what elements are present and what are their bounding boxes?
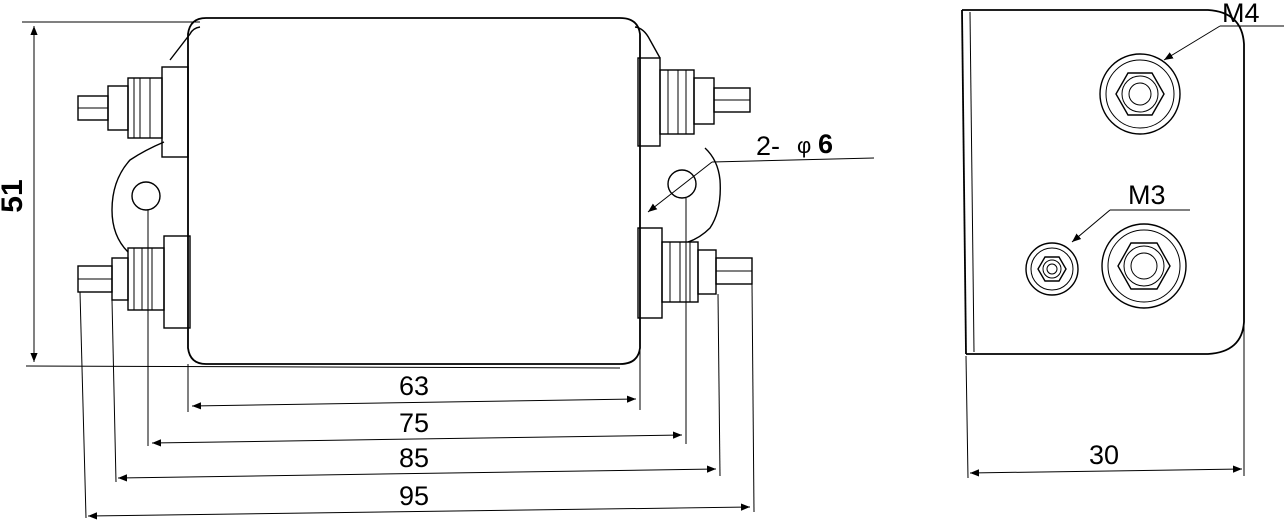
dim-95-label: 95 <box>399 481 429 511</box>
dim-width-85: 85 <box>117 443 717 482</box>
dim-width-75: 75 <box>151 408 683 447</box>
side-view: M4 M3 30 <box>961 0 1284 479</box>
dim-width-63: 63 <box>191 371 637 410</box>
stud-m4-upper <box>1099 53 1181 135</box>
dim-height-51: 51 <box>0 21 621 369</box>
callout-m3: M3 <box>1071 180 1190 243</box>
flange-plate <box>111 26 721 253</box>
m3-label: M3 <box>1128 180 1166 210</box>
stud-m3 <box>1025 242 1079 296</box>
dim-75-label: 75 <box>399 408 429 438</box>
terminal-left-top <box>77 66 189 158</box>
filter-body <box>187 17 641 365</box>
side-body <box>962 9 1245 355</box>
hole-count-label: 2- <box>756 131 780 161</box>
mounting-hole-right <box>667 169 697 199</box>
mounting-hole-left <box>131 181 161 211</box>
dim-width-95: 95 <box>87 481 751 520</box>
diameter-symbol: φ <box>797 133 811 158</box>
dim-30-label: 30 <box>1089 440 1119 470</box>
dim-height-label: 51 <box>0 179 29 212</box>
hole-callout: 2- φ 6 <box>647 129 875 213</box>
dim-63-label: 63 <box>399 371 429 401</box>
width-extension-lines <box>79 198 755 519</box>
hole-diameter-label: 6 <box>818 129 833 159</box>
callout-m4: M4 <box>1163 0 1284 61</box>
m4-label: M4 <box>1222 0 1260 28</box>
front-view: 51 63 75 85 95 <box>0 17 875 520</box>
terminal-left-bottom <box>77 235 191 329</box>
stud-m4-lower <box>1101 223 1187 309</box>
terminal-right-bottom <box>637 227 753 319</box>
terminal-right-top <box>637 57 751 147</box>
dim-85-label: 85 <box>399 443 429 473</box>
dim-depth-30: 30 <box>965 322 1245 479</box>
